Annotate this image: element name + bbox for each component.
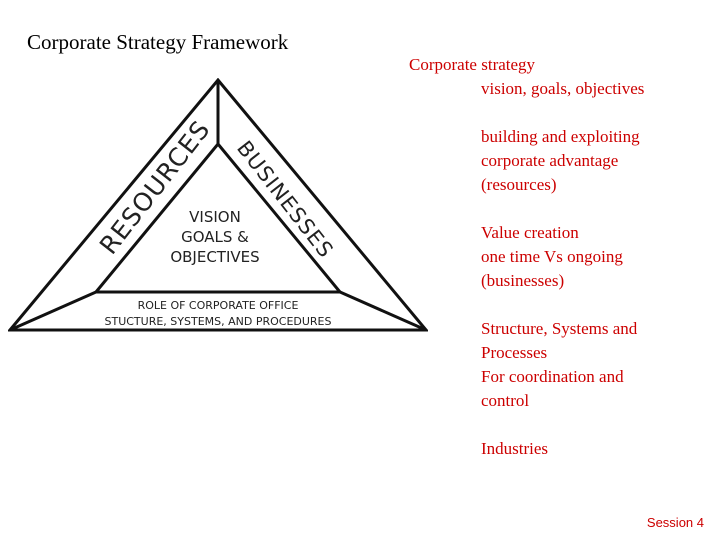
- resources-note: building and exploiting corporate advant…: [481, 125, 640, 197]
- base-line-1: ROLE OF CORPORATE OFFICE: [138, 299, 299, 312]
- structure-note-line: For coordination and: [481, 367, 624, 386]
- businesses-note: Value creation one time Vs ongoing (busi…: [481, 221, 623, 293]
- strategy-heading: Corporate strategy vision, goals, object…: [409, 53, 644, 101]
- center-line-2: GOALS &: [181, 228, 249, 246]
- base-line-2: STUCTURE, SYSTEMS, AND PROCEDURES: [105, 315, 332, 328]
- structure-note: Structure, Systems and Processes For coo…: [481, 317, 637, 413]
- structure-note-line: Structure, Systems and: [481, 319, 638, 338]
- resources-note-line: corporate advantage: [481, 151, 619, 170]
- slide-title: Corporate Strategy Framework: [27, 30, 289, 54]
- base-left-connector: [9, 290, 97, 332]
- heading-text: Corporate strategy: [409, 55, 536, 74]
- outer-triangle: [8, 78, 428, 332]
- center-line-3: OBJECTIVES: [170, 248, 259, 266]
- businesses-note-line: (businesses): [481, 271, 565, 290]
- businesses-note-line: one time Vs ongoing: [481, 247, 623, 266]
- resources-note-line: building and exploiting: [481, 127, 640, 146]
- heading-subtext: vision, goals, objectives: [481, 79, 645, 98]
- resources-note-line: (resources): [481, 175, 557, 194]
- session-label: Session 4: [646, 515, 704, 530]
- businesses-note-line: Value creation: [481, 223, 579, 242]
- corporate-strategy-triangle: RESOURCES BUSINESSES VISION GOALS & OBJE…: [8, 78, 428, 332]
- center-line-1: VISION: [189, 208, 241, 226]
- structure-note-line: Processes: [481, 343, 548, 362]
- industries-note: Industries: [481, 437, 548, 461]
- base-right-connector: [339, 290, 427, 332]
- structure-note-line: control: [481, 391, 530, 410]
- industries-note-line: Industries: [481, 439, 549, 458]
